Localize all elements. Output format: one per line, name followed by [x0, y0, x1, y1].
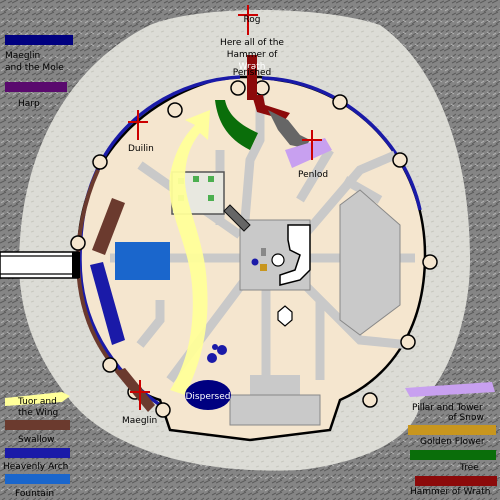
legend-swatch-harp	[5, 82, 67, 92]
swallow-unit-lower	[115, 368, 155, 412]
legend-swatch-swallow	[5, 420, 70, 430]
legend-right: Pillar and Tower of Snow Golden Flower T…	[405, 382, 497, 497]
svg-text:Hammer of: Hammer of	[227, 50, 278, 60]
svg-text:Pillar and Tower: Pillar and Tower	[412, 403, 483, 413]
maeglin-label: Maeglin	[122, 416, 157, 426]
swallow-unit	[92, 198, 125, 255]
penlod-label: Penlod	[298, 170, 328, 180]
legend-swatch-pillar-and-tower-of-snow	[405, 382, 495, 397]
svg-text:Golden Flower: Golden Flower	[420, 437, 485, 447]
legend-swatch-hammer-of-wrath	[415, 476, 497, 486]
legend-swatch-fountain	[5, 474, 70, 484]
dispersed-label: Dispersed	[185, 392, 230, 402]
legend-swatch-heavenly-arch	[5, 448, 70, 458]
svg-text:Tree: Tree	[459, 463, 479, 473]
svg-text:Heavenly Arch: Heavenly Arch	[3, 462, 68, 472]
legend-swatch-golden-flower	[408, 425, 496, 435]
svg-text:of Snow: of Snow	[448, 413, 484, 423]
rog-label: Rog Here all of the Hammer of Wrath Peri…	[220, 15, 284, 78]
duilin-label: Duilin	[128, 144, 154, 154]
tree-house-unit	[215, 100, 258, 150]
svg-text:Fountain: Fountain	[15, 489, 54, 499]
svg-text:Wrath: Wrath	[239, 62, 266, 72]
pillar-and-tower-of-snow-unit	[285, 138, 332, 168]
legend-swatch-tree	[410, 450, 496, 460]
death-cross-markers	[128, 5, 322, 410]
hammer-of-wrath-unit	[252, 95, 290, 120]
legend-swatch-tuor-and-the-wing	[5, 392, 70, 406]
small-hexagon-building	[277, 305, 293, 327]
golden-flower-marker	[260, 264, 267, 271]
square-right	[339, 189, 401, 336]
svg-text:Here all of the: Here all of the	[220, 38, 284, 48]
kings-palace	[279, 224, 311, 286]
broken-wall-rubble	[268, 110, 310, 148]
west-gate	[0, 251, 80, 279]
svg-text:and the Mole: and the Mole	[5, 63, 64, 73]
svg-text:Harp: Harp	[18, 99, 40, 109]
grey-marker	[261, 248, 266, 256]
tuor-and-the-wing-advance	[169, 110, 210, 395]
fountain-blue-dot	[251, 258, 259, 266]
svg-text:Tuor and: Tuor and	[17, 397, 57, 407]
dispersed-group	[185, 380, 231, 410]
svg-text:Hammer of Wrath: Hammer of Wrath	[410, 487, 490, 497]
fountain-house-unit	[115, 242, 170, 280]
svg-text:the Wing: the Wing	[18, 408, 58, 418]
svg-text:Rog: Rog	[243, 15, 260, 25]
city-wall-blue-right	[261, 76, 422, 211]
heavenly-arch-unit	[90, 262, 125, 345]
legend-left: Maeglin and the Mole Harp Tuor and the W…	[3, 35, 73, 499]
legend-swatch-maeglin-and-the-mole	[5, 35, 73, 45]
lower-square	[229, 394, 321, 426]
stairway	[223, 204, 251, 232]
svg-text:Maeglin: Maeglin	[5, 51, 40, 61]
fountain-circles	[207, 344, 227, 363]
svg-text:Swallow: Swallow	[18, 435, 54, 445]
svg-text:Perished: Perished	[233, 68, 272, 78]
kings-tower	[271, 253, 285, 267]
